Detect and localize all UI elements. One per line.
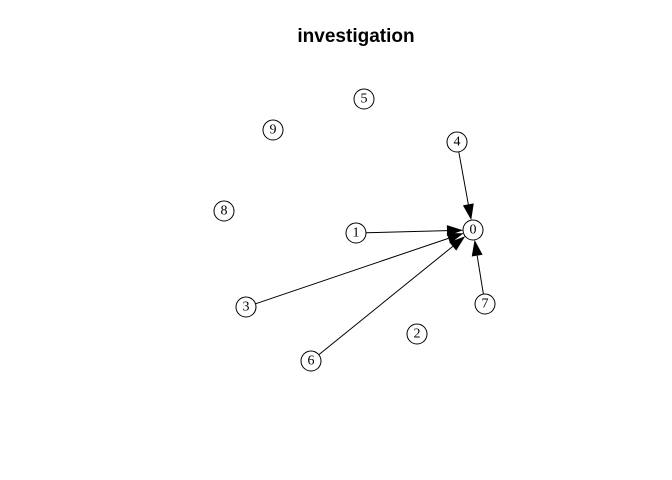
node-label: 0: [470, 223, 477, 238]
edge-3-to-0: [255, 237, 449, 305]
node-circle: [462, 219, 484, 241]
node-circle: [235, 296, 257, 318]
node-4: 4: [446, 131, 468, 153]
node-6: 6: [300, 350, 322, 372]
arrowhead-7-to-0: [471, 239, 483, 257]
node-circle: [345, 222, 367, 244]
edge-4-to-0: [458, 151, 469, 205]
node-label: 2: [414, 327, 421, 342]
node-2: 2: [406, 323, 428, 345]
node-circle: [353, 88, 375, 110]
node-0: 0: [462, 219, 484, 241]
edges-layer: [255, 151, 484, 356]
node-circle: [406, 323, 428, 345]
node-circle: [213, 200, 235, 222]
edge-1-to-0: [365, 230, 448, 234]
node-label: 4: [454, 135, 461, 150]
node-circle: [262, 119, 284, 141]
arrowhead-4-to-0: [462, 203, 474, 221]
node-1: 1: [345, 222, 367, 244]
node-label: 6: [308, 354, 315, 369]
arrowhead-3-to-0: [446, 233, 464, 244]
node-label: 3: [243, 300, 250, 315]
node-7: 7: [474, 293, 496, 315]
graph-title: investigation: [297, 26, 415, 47]
node-label: 5: [361, 92, 368, 107]
node-circle: [300, 350, 322, 372]
node-circle: [446, 131, 468, 153]
node-8: 8: [213, 200, 235, 222]
node-3: 3: [235, 296, 257, 318]
node-9: 9: [262, 119, 284, 141]
arrowhead-6-to-0: [449, 236, 466, 251]
node-label: 1: [353, 226, 360, 241]
edge-7-to-0: [476, 255, 484, 295]
nodes-layer: 0 1 2 3 4 5 6 7 8 9: [213, 88, 496, 372]
node-label: 8: [221, 204, 228, 219]
node-circle: [474, 293, 496, 315]
node-label: 9: [270, 123, 277, 138]
node-label: 7: [482, 297, 489, 312]
edge-6-to-0: [318, 245, 454, 356]
node-5: 5: [353, 88, 375, 110]
